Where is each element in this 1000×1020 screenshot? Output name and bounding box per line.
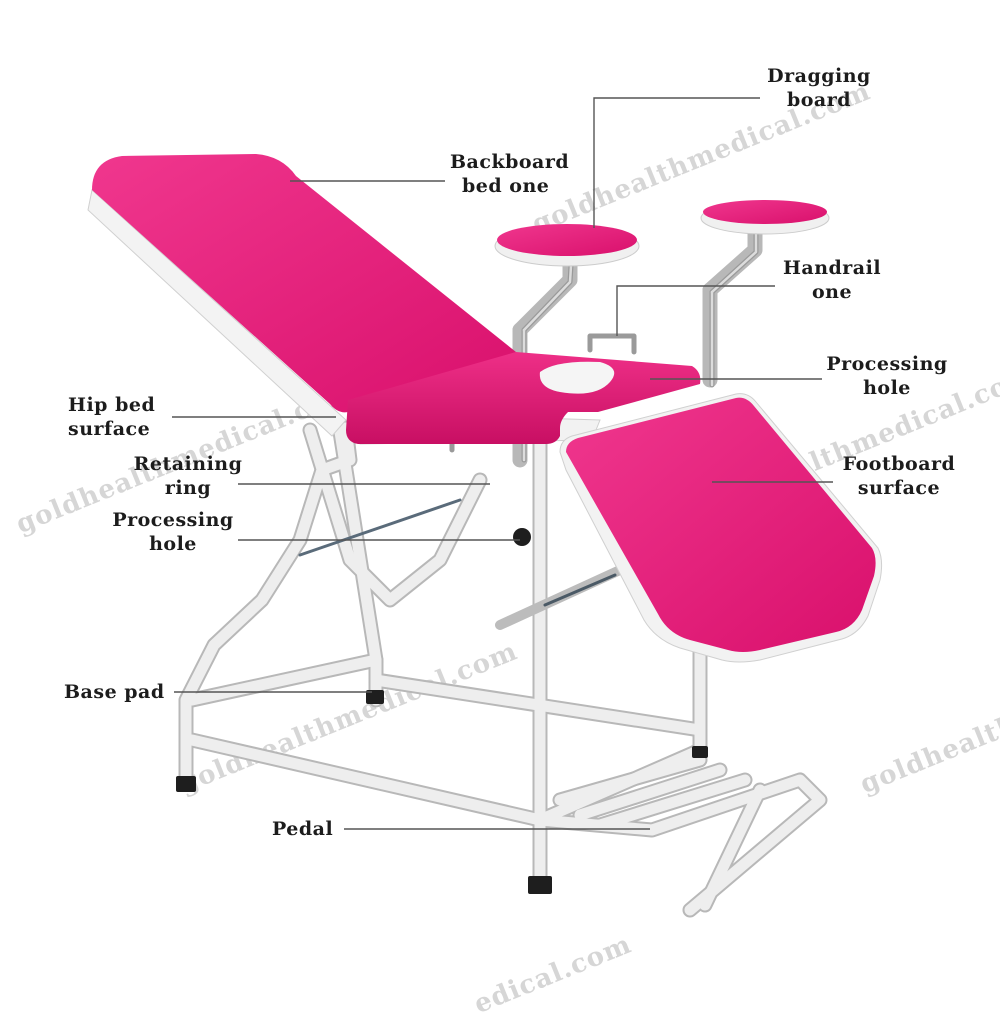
label-line: ring <box>164 477 212 499</box>
label-line: board <box>786 89 852 111</box>
label-hip-bed: Hip bed surface <box>68 393 178 441</box>
label-processing-hole-right: Processing hole <box>824 352 950 400</box>
label-line: Dragging <box>767 65 871 87</box>
label-line: Hip bed <box>68 394 156 416</box>
label-pedal: Pedal <box>272 818 334 840</box>
label-base-pad: Base pad <box>64 681 165 703</box>
label-dragging-board: Dragging board <box>764 64 874 112</box>
base-pads <box>176 690 708 894</box>
label-line: Processing <box>826 353 948 375</box>
footboard-cushion <box>566 397 876 652</box>
label-line: Footboard <box>842 453 956 475</box>
label-line: hole <box>149 533 197 555</box>
label-line: hole <box>863 377 911 399</box>
label-line: Backboard <box>450 151 570 173</box>
label-line: one <box>811 281 853 303</box>
label-processing-hole-left: Processing hole <box>108 508 238 556</box>
label-line: Processing <box>112 509 234 531</box>
label-backboard: Backboard bed one <box>450 150 580 198</box>
label-footboard: Footboard surface <box>836 452 962 500</box>
label-handrail: Handrail one <box>780 256 884 304</box>
backboard-cushion <box>92 154 516 413</box>
label-line: surface <box>68 418 151 440</box>
leader-lines <box>172 97 833 830</box>
label-line: surface <box>857 477 941 499</box>
retaining-knob <box>513 528 531 546</box>
label-retaining-ring: Retaining ring <box>130 452 246 500</box>
label-line: bed one <box>462 175 550 197</box>
label-line: Retaining <box>133 453 243 475</box>
leg-rests <box>494 200 830 267</box>
label-line: Handrail <box>782 257 882 279</box>
